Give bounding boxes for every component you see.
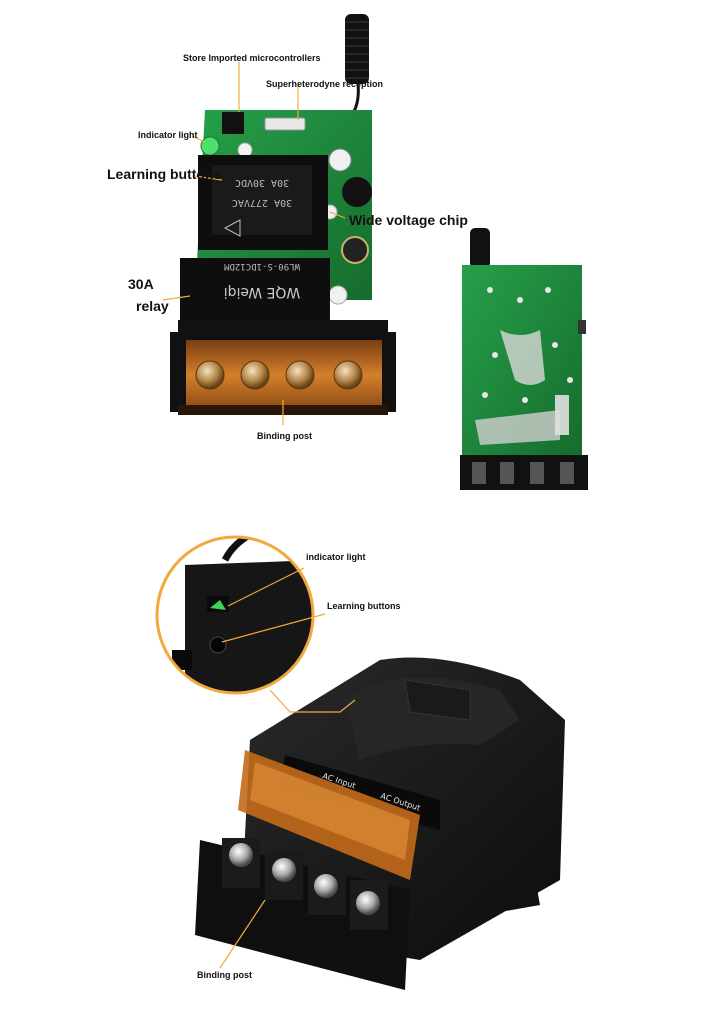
relay-print-line2: 30A 277VAC xyxy=(232,197,292,208)
label-binding-post-bottom: Binding post xyxy=(197,970,252,980)
relay-housing: AC Input AC Output xyxy=(195,657,565,990)
label-wide-voltage-chip: Wide voltage chip xyxy=(349,212,468,228)
label-relay: relay xyxy=(136,298,169,314)
relay-print-model: WL90-S-1DC12DM xyxy=(223,261,299,271)
label-binding-post-top: Binding post xyxy=(257,431,312,441)
label-indicator-light-bottom: indicator light xyxy=(306,552,366,562)
zoom-inset xyxy=(155,535,315,695)
relay-print-brand: WQE Weiqi xyxy=(224,284,300,300)
pcb-front-view: 30A 30VDC 30A 277VAC WL90-S-1DC12DM WQE … xyxy=(162,14,396,425)
terminal-screws-bottom xyxy=(222,838,388,930)
relay-block: 30A 30VDC 30A 277VAC WL90-S-1DC12DM WQE … xyxy=(180,155,330,326)
label-learning-buttons-top: Learning buttons xyxy=(107,166,222,182)
label-store-microcontrollers: Store Imported microcontrollers xyxy=(183,53,321,63)
pcb-back-view xyxy=(460,228,588,490)
label-30a: 30A xyxy=(128,276,154,292)
label-indicator-light-top: Indicator light xyxy=(138,130,198,140)
antenna-coil xyxy=(345,14,369,119)
relay-print-line1: 30A 30VDC xyxy=(235,177,289,188)
label-learning-buttons-bottom: Learning buttons xyxy=(327,601,401,611)
label-superheterodyne: Superheterodyne reception xyxy=(266,79,384,89)
